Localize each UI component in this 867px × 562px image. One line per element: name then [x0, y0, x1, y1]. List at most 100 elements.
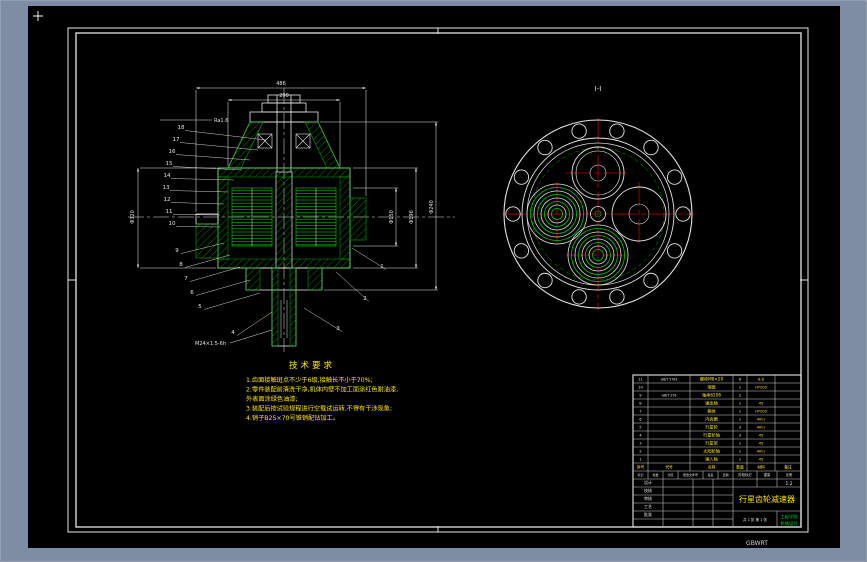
callout-number: 6 — [190, 290, 194, 296]
bolt-hole — [609, 289, 625, 305]
planet-gear-ring — [567, 224, 629, 286]
ucs-cross-icon — [33, 11, 43, 21]
callout-leader — [189, 266, 241, 282]
titleblock-label: 阶段标记 — [738, 472, 752, 477]
bom-cell: GB/T 5783 — [661, 378, 678, 382]
planet-gear-ring — [585, 242, 611, 268]
callout-number: 18 — [178, 125, 185, 131]
bom-header: 备注 — [784, 465, 792, 470]
dimension-label: Φ320 — [130, 210, 136, 223]
section-view — [128, 86, 455, 352]
bom-cell: 45 — [759, 434, 764, 438]
callout-leader — [203, 292, 261, 310]
titleblock-role: 批准 — [644, 511, 652, 517]
bom-cell: GB/T 276 — [662, 394, 677, 398]
ring-gear-root-circle — [531, 147, 665, 281]
bom-cell: 4 — [639, 433, 642, 438]
bolt-hole — [675, 206, 691, 222]
bom-cell: 1 — [739, 457, 742, 462]
callout-number: 11 — [166, 209, 173, 215]
bom-cell: 输出轴 — [705, 400, 718, 407]
callout-leader — [179, 142, 259, 151]
planet-gear-ring — [551, 208, 563, 220]
bolt-hole — [643, 139, 659, 156]
dimension-lines — [136, 86, 438, 291]
bom-cell: 1 — [739, 417, 742, 422]
callout-number: 1 — [380, 264, 384, 270]
callout-leader — [172, 166, 243, 171]
bom-cell: 3 — [739, 433, 742, 438]
planet-gear-ring — [533, 190, 581, 238]
callout-leader — [175, 226, 221, 228]
org-name-line1: 工程学院 — [780, 514, 798, 521]
bom-header: 代号 — [665, 465, 673, 470]
callout-number: 4 — [231, 330, 235, 336]
bolt-hole — [666, 169, 683, 185]
titleblock-label: 重量 — [764, 472, 771, 477]
bom-cell: HT200 — [755, 386, 767, 390]
planet-gear-ring — [571, 228, 625, 282]
titleblock-label: 更改文件号 — [683, 472, 698, 477]
callout-number: 5 — [198, 304, 202, 310]
planet-gear-ring — [578, 235, 618, 275]
tech-req-line: 外表面涂绿色油漆; — [246, 395, 298, 403]
callout-leader — [236, 311, 273, 336]
callout-leader — [175, 154, 251, 161]
callout-number: 3 — [336, 326, 340, 332]
sun-shaft-circle — [590, 206, 606, 222]
callout-leader — [169, 190, 229, 193]
callout-number: 15 — [166, 161, 173, 167]
planet-left — [526, 183, 588, 245]
callout-leader — [335, 271, 370, 302]
bom-cell: 3 — [739, 425, 742, 430]
bom-cell: 1 — [739, 449, 742, 454]
callout-number: 13 — [163, 185, 170, 191]
bom-cell: 1 — [739, 441, 742, 446]
bolt-hole — [537, 139, 553, 156]
tech-req-title: 技术要求 — [289, 360, 335, 371]
planet-gear-ring — [581, 238, 615, 272]
callout-leader — [303, 307, 343, 332]
org-name-line2: 机械设计 — [780, 520, 798, 527]
bom-cell: 45 — [759, 458, 764, 462]
titleblock-label: 处数 — [652, 472, 658, 477]
bom-cell: HT200 — [755, 410, 767, 414]
planet-gear-ring — [588, 245, 608, 265]
callout-number: 7 — [184, 276, 188, 282]
bom-cell: 11 — [638, 377, 643, 382]
bom-cell: 45 — [759, 442, 764, 446]
callout-number: 10 — [169, 221, 176, 227]
callout-leader — [170, 202, 225, 205]
tech-req-line: 1.齿面接触斑点不少于6级,接触长不小于70%; — [246, 376, 373, 384]
drawing-canvas[interactable] — [28, 6, 840, 548]
tech-req-line: 4.销子B25×70号锥销配钻加工。 — [246, 414, 339, 422]
planet-gear-ring — [537, 194, 577, 234]
planet-gear-ring — [540, 197, 574, 231]
dimension-label: Φ196 — [409, 210, 415, 223]
bom-cell: 1 — [739, 401, 742, 406]
titleblock-role: 工艺 — [644, 504, 652, 509]
bom-cell: 6 — [739, 377, 742, 382]
bolt-hole — [537, 272, 553, 289]
tech-req-line: 2.零件装配前清洗干净,机体内壁不加工面涂红色耐油漆, — [246, 386, 398, 394]
watermark-code: GBWRT — [746, 540, 768, 547]
planet-gear-ring — [530, 187, 584, 241]
bom-cell: 2 — [739, 393, 742, 398]
bearing-symbols — [257, 133, 311, 149]
sun-shaft — [275, 171, 293, 269]
bolt-hole — [505, 206, 521, 222]
bom-cell: 40Cr — [757, 450, 766, 454]
callout-number: 12 — [164, 197, 171, 203]
bom-cell: 40Cr — [757, 418, 766, 422]
bom-cell: 1 — [639, 457, 642, 462]
bom-cell: 端盖 — [707, 384, 715, 391]
planet-right — [611, 186, 667, 242]
bom-cell: 内齿圈 — [705, 416, 718, 423]
bom-cell: 10 — [638, 385, 643, 390]
titleblock-label: 签名 — [707, 472, 713, 477]
callout-leader — [170, 178, 235, 181]
bom-header: 序号 — [637, 465, 645, 470]
bom-header: 材料 — [757, 465, 765, 470]
